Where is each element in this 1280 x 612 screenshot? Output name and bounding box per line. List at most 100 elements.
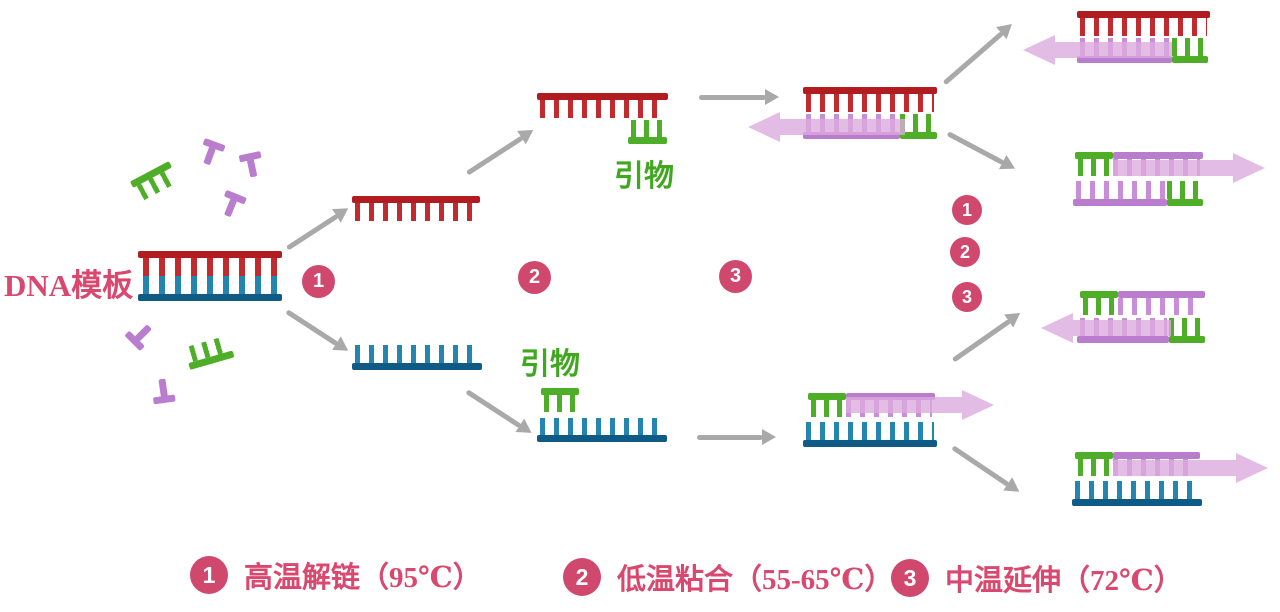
blue-bases (355, 345, 479, 363)
new-strand-backbone (1118, 291, 1205, 298)
dntp-icon (196, 137, 226, 169)
blue-backbone (803, 440, 937, 447)
annealed-primer-top (628, 120, 667, 144)
arrow-head (998, 155, 1019, 176)
product1-red-strand (1077, 11, 1210, 36)
primer-bases (1083, 298, 1118, 315)
primer-backbone (808, 393, 846, 400)
arrow-line (465, 134, 524, 176)
new-strand-bases (1118, 298, 1202, 315)
arrow-head (762, 429, 776, 445)
new-strand-backbone (1113, 152, 1203, 159)
dna-template-label: DNA模板 (4, 268, 134, 303)
legend-step-3-badge: 3 (891, 559, 929, 597)
template-red-backbone (138, 251, 282, 258)
single-strand-red (352, 196, 480, 221)
arrow-to-product-2 (946, 130, 1019, 176)
arrow-line (951, 318, 1011, 363)
primer-label-top: 引物 (614, 160, 674, 193)
primer-backbone (1169, 336, 1205, 343)
synthesis-arrow-head (748, 112, 780, 142)
blue-backbone (1072, 499, 1202, 506)
arrow-line (697, 434, 763, 440)
new-strand-bases (1076, 181, 1165, 199)
dntp-stem (158, 378, 168, 398)
primer-backbone (1080, 291, 1118, 298)
legend-step-3-label: 中温延伸（72℃） (945, 565, 1183, 597)
arrow-line (951, 444, 1010, 487)
red-backbone (537, 93, 668, 100)
new-strand-backbone (1077, 56, 1172, 63)
synthesis-arrow-body (776, 119, 905, 135)
primer-backbone (628, 137, 667, 144)
legend-step-2-badge: 2 (563, 558, 601, 596)
synthesis-arrow-body (846, 397, 966, 413)
primer-bases (1172, 38, 1205, 56)
synthesis-arrow-left (1041, 313, 1171, 343)
primer-bases (1167, 181, 1200, 199)
template-blue-backbone (138, 294, 282, 301)
synthesis-arrow-body (1069, 320, 1171, 336)
primer-backbone (541, 388, 579, 395)
blue-bases (540, 418, 664, 435)
new-strand-backbone (1113, 452, 1200, 459)
dntp-icon (238, 150, 266, 180)
legend-item-3: 3 中温延伸（72℃） (891, 557, 1183, 599)
arrow-denature-up (285, 201, 353, 251)
dntp-stem (203, 146, 217, 166)
new-strand-backbone (803, 132, 900, 139)
red-backbone (352, 196, 480, 203)
synthesis-arrow-head (1023, 35, 1055, 65)
red-bases (806, 94, 934, 112)
template-blue-bases (143, 276, 277, 294)
blue-bases (1075, 481, 1199, 499)
primer-label-bottom: 引物 (520, 348, 580, 381)
synthesis-arrow-right (846, 390, 994, 420)
legend-step-1-badge: 1 (190, 556, 228, 594)
new-strand-backbone (1073, 199, 1167, 206)
red-bases (1080, 18, 1207, 36)
cycle-step-3-badge: 3 (952, 282, 982, 312)
step-2-badge: 2 (518, 261, 551, 294)
synthesis-arrow-head (1236, 453, 1268, 483)
product4-blue-strand (1072, 481, 1202, 508)
extension-top-red-strand (803, 87, 937, 112)
synthesis-arrow-right (1113, 153, 1265, 183)
dna-template-duplex (138, 251, 282, 301)
blue-backbone (352, 363, 482, 370)
arrow-denature-down (285, 308, 353, 358)
arrow-line (285, 308, 339, 346)
cycle-step-2-badge: 2 (950, 237, 980, 267)
synthesis-arrow-head (962, 390, 994, 420)
arrow-to-product-1 (942, 17, 1018, 85)
synthesis-arrow-body (1051, 42, 1172, 58)
blue-bases (806, 422, 934, 440)
red-bases (540, 100, 665, 118)
red-backbone (803, 87, 937, 94)
primer-backbone (1167, 199, 1203, 206)
synthesis-arrow-left (1023, 35, 1172, 65)
primer-bases (544, 395, 576, 412)
dntp-icon (150, 377, 176, 405)
dntp-icon (124, 318, 157, 352)
arrow-line (699, 94, 766, 100)
free-primer-icon (129, 161, 180, 203)
product3-top-strand (1080, 291, 1205, 316)
arrow-to-product-3 (951, 306, 1025, 363)
dntp-icon (217, 189, 247, 221)
synthesis-arrow-head (1233, 153, 1265, 183)
annealed-primer-bottom (541, 388, 579, 412)
arrow-line (946, 130, 1005, 165)
primer-backbone (900, 132, 937, 139)
primer-bases (1078, 459, 1113, 476)
free-primer-icon (184, 334, 235, 370)
annealed-blue-strand (537, 418, 667, 443)
step-3-badge: 3 (719, 260, 752, 293)
blue-backbone (537, 435, 667, 442)
arrow-anneal-bottom (465, 388, 536, 440)
arrow-to-product-4 (951, 444, 1024, 499)
cycle-step-1-badge: 1 (952, 195, 982, 225)
dntp-stem (246, 158, 258, 178)
arrow-line (465, 388, 523, 428)
